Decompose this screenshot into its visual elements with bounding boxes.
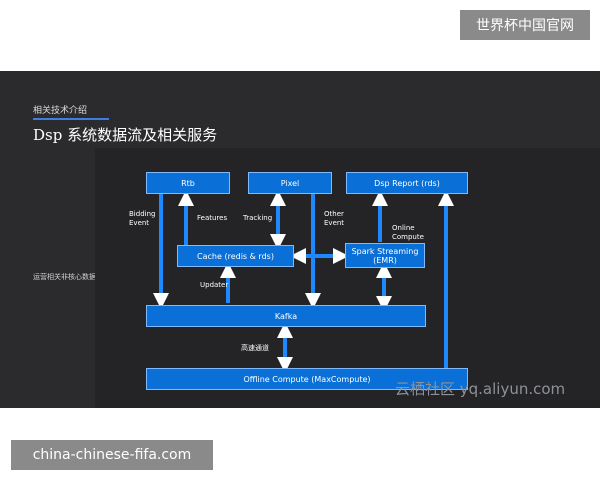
spark-line2: (EMR): [373, 255, 397, 265]
label-features: Features: [197, 214, 228, 222]
site-badge[interactable]: 世界杯中国官网: [460, 10, 590, 40]
site-url-badge[interactable]: china-chinese-fifa.com: [11, 440, 213, 470]
label-other-event: Other Event: [324, 210, 344, 228]
node-cache: Cache (redis & rds): [177, 245, 294, 267]
node-offline-compute: Offline Compute (MaxCompute): [146, 368, 468, 390]
label-tracking: Tracking: [243, 214, 273, 222]
slide-title: Dsp 系统数据流及相关服务: [33, 126, 218, 144]
diagram-panel: Rtb Pixel Dsp Report (rds) Cache (redis …: [95, 148, 600, 408]
node-rtb: Rtb: [146, 172, 230, 194]
label-high-speed: 高速通道: [241, 344, 269, 352]
slide-subtitle: 相关技术介绍: [33, 106, 88, 116]
node-pixel: Pixel: [248, 172, 332, 194]
label-bidding-event: Bidding Event: [129, 210, 155, 228]
node-kafka: Kafka: [146, 305, 426, 327]
label-other-2: Event: [324, 219, 345, 227]
arrow-layer: [153, 190, 454, 373]
slide: 相关技术介绍 Dsp 系统数据流及相关服务 运营相关非核心数据使用神策: [0, 71, 600, 408]
side-note: 运营相关非核心数据使用神策: [33, 273, 124, 281]
node-spark-streaming: Spark Streaming (EMR): [345, 243, 425, 268]
label-bidding-2: Event: [129, 219, 150, 227]
watermark: 云栖社区 yq.aliyun.com: [395, 380, 566, 398]
subtitle-underline: [33, 118, 109, 120]
label-bidding-1: Bidding: [129, 210, 156, 218]
node-dsp-report: Dsp Report (rds): [346, 172, 468, 194]
spark-line1: Spark Streaming: [351, 246, 419, 256]
label-online-compute: Online Compute: [392, 224, 424, 242]
label-online-1: Online: [392, 224, 415, 232]
label-online-2: Compute: [392, 233, 424, 241]
label-updater: Updater: [200, 281, 229, 289]
label-other-1: Other: [324, 210, 344, 218]
